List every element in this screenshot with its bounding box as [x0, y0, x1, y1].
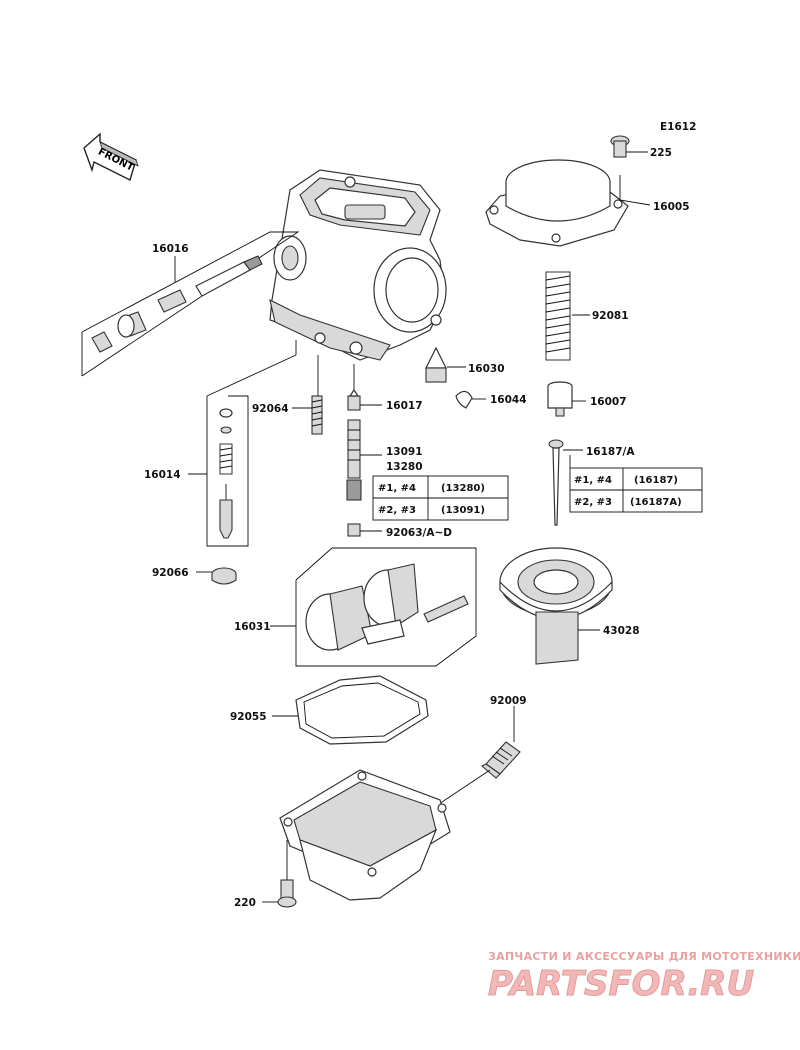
- plug-92063: [347, 523, 361, 537]
- screw-220: [277, 879, 297, 908]
- label-225: 225: [650, 147, 672, 159]
- leader-16005: [619, 199, 651, 206]
- cap-92066: [211, 567, 237, 585]
- label-43028: 43028: [603, 625, 640, 637]
- bracket-16014: [206, 354, 297, 547]
- float-assembly-box: [295, 547, 477, 667]
- jet-holder-13091: [346, 419, 362, 501]
- label-16187: 16187/A: [586, 446, 635, 458]
- label-220: 220: [234, 897, 256, 909]
- carburetor-body: [269, 169, 447, 361]
- label-16044: 16044: [490, 394, 527, 406]
- diagram-code: E1612: [660, 121, 696, 133]
- jet-row2-cyl: #2, #3: [378, 505, 416, 516]
- label-92063: 92063/A~D: [386, 527, 452, 539]
- label-13280: 13280: [386, 461, 423, 473]
- label-16007: 16007: [590, 396, 627, 408]
- bracket-16016: [81, 231, 300, 377]
- diaphragm-43028: [499, 547, 613, 665]
- needle-row1-cyl: #1, #4: [574, 475, 612, 486]
- gasket-92055-inner: [303, 682, 421, 739]
- needle-row2-part: (16187A): [630, 497, 682, 508]
- label-16005: 16005: [653, 201, 690, 213]
- front-arrow-icon: FRONT: [83, 132, 139, 181]
- label-92055: 92055: [230, 711, 267, 723]
- label-92066: 92066: [152, 567, 189, 579]
- jet-row2-part: (13091): [441, 505, 485, 516]
- label-16017: 16017: [386, 400, 423, 412]
- needle-row1-part: (16187): [634, 475, 678, 486]
- label-16030: 16030: [468, 363, 505, 375]
- label-16016: 16016: [152, 243, 189, 255]
- label-92064: 92064: [252, 403, 289, 415]
- jet-row1-cyl: #1, #4: [378, 483, 416, 494]
- drain-screw-92009: [481, 741, 521, 779]
- pilot-screw-set: [91, 255, 263, 353]
- screw-92064: [311, 395, 323, 435]
- label-16014: 16014: [144, 469, 181, 481]
- gasket-92055: [295, 675, 429, 745]
- clip-16044: [455, 390, 473, 409]
- jet-needle-16187: [548, 439, 564, 526]
- needle-table: #1, #4 (16187) #2, #3 (16187A): [569, 467, 703, 513]
- float-valve-16030: [425, 346, 447, 383]
- watermark-brand: PARTSFOR.RU: [488, 964, 754, 1004]
- spring-92081: [545, 271, 571, 361]
- screw-225: [610, 135, 630, 158]
- label-13091: 13091: [386, 446, 423, 458]
- needle-jet-16017: [347, 388, 361, 411]
- top-cover-16005: [485, 159, 629, 247]
- float-bowl: [279, 769, 451, 901]
- needle-row2-cyl: #2, #3: [574, 497, 612, 508]
- pilot-screw-16014: [219, 408, 233, 539]
- label-16031: 16031: [234, 621, 271, 633]
- jet-row1-part: (13280): [441, 483, 485, 494]
- jet-table: #1, #4 (13280) #2, #3 (13091): [372, 475, 509, 521]
- label-92081: 92081: [592, 310, 629, 322]
- float-16031: [305, 563, 469, 651]
- label-92009: 92009: [490, 695, 527, 707]
- holder-16007: [547, 381, 573, 417]
- watermark-tagline: ЗАПЧАСТИ И АКСЕССУАРЫ ДЛЯ МОТОТЕХНИКИ: [488, 950, 800, 963]
